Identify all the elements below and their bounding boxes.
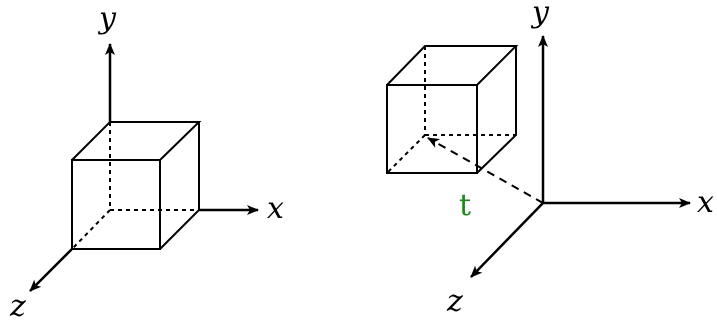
right-frame: y x z t xyxy=(386,0,714,319)
left-frame: y x z xyxy=(9,1,284,322)
right-z-axis xyxy=(470,202,544,278)
right-z-label: z xyxy=(446,284,463,319)
right-cube-hidden-edges xyxy=(386,46,516,174)
left-cube-front-face xyxy=(71,159,161,250)
right-cube-right-face xyxy=(476,46,517,174)
left-cube-hidden-depth xyxy=(71,209,111,250)
right-x-label: x xyxy=(697,185,714,220)
right-y-label: y xyxy=(530,0,550,30)
right-axes xyxy=(470,35,691,278)
translation-vector-arrow xyxy=(427,137,544,204)
left-y-label: y xyxy=(97,1,117,36)
right-cube-front-face xyxy=(386,84,478,174)
left-cube-top-face xyxy=(71,121,202,161)
left-cube-hidden-edges xyxy=(71,122,199,250)
left-axes xyxy=(29,43,259,292)
left-z-axis xyxy=(29,248,73,292)
right-cube-top-face xyxy=(386,45,519,86)
left-z-label: z xyxy=(9,289,26,322)
translation-label: t xyxy=(459,188,471,223)
right-cube-hidden-depth xyxy=(386,134,426,174)
left-x-label: x xyxy=(267,191,284,226)
right-cube xyxy=(386,45,519,174)
